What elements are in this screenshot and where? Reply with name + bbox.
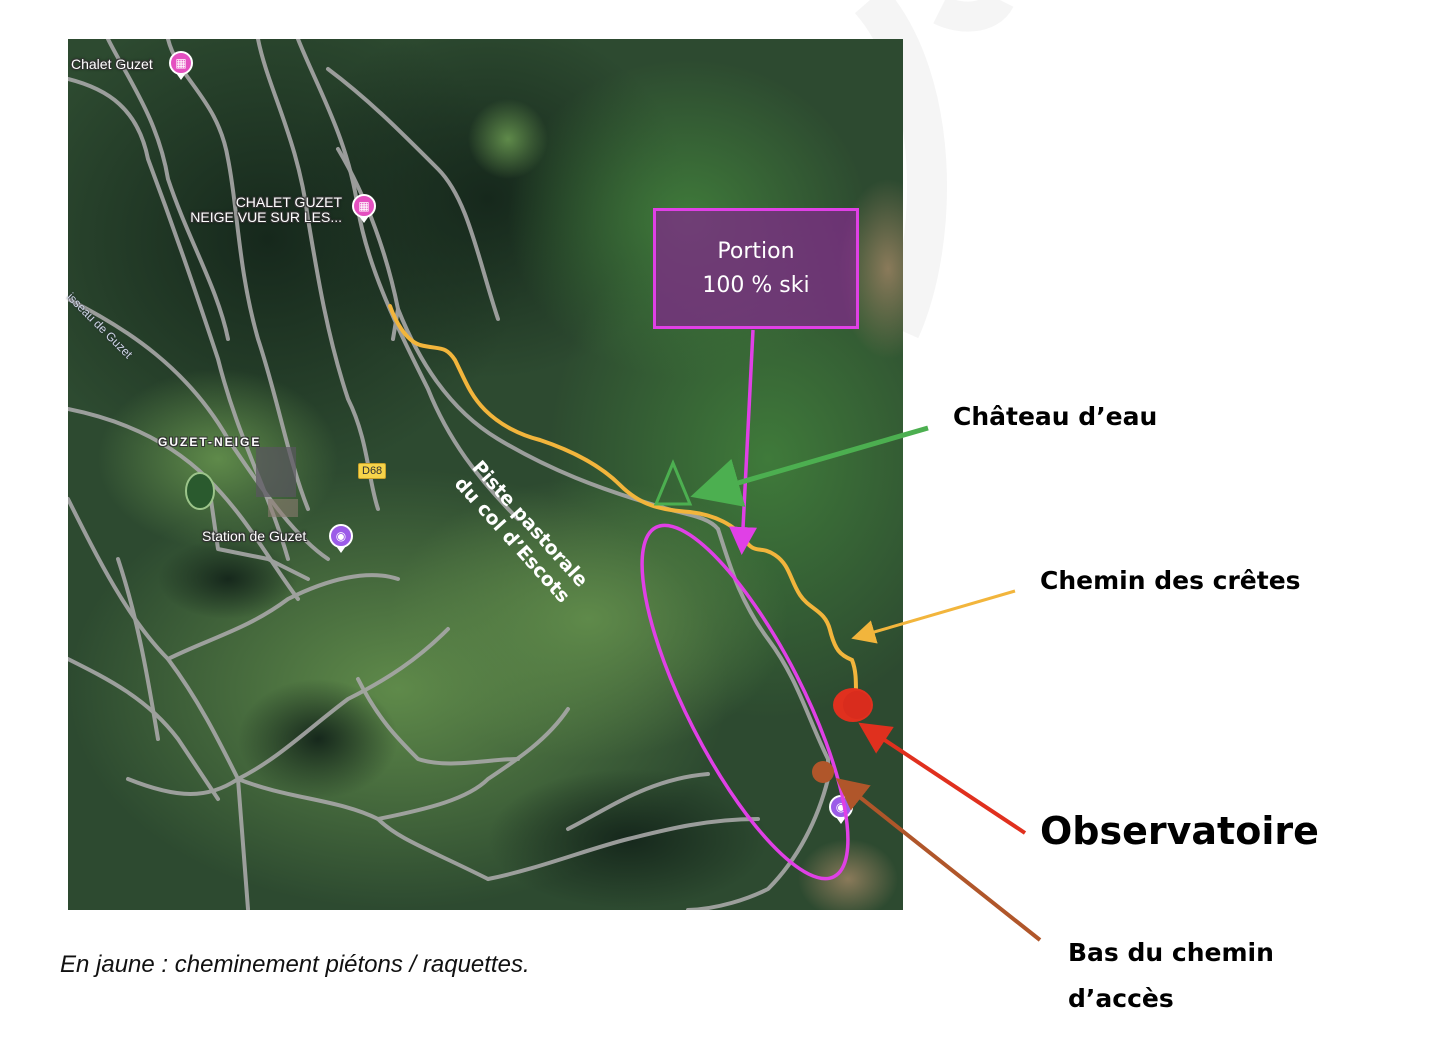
poi-label-station-de-guzet: Station de Guzet	[202, 528, 307, 544]
ski-portion-box: Portion 100 % ski	[653, 208, 859, 329]
place-label-guzet-neige: GUZET-NEIGE	[158, 435, 262, 449]
poi-label-chalet-guzet-neige-line2: NEIGE VUE SUR LES...	[190, 209, 342, 225]
ski-box-line2: 100 % ski	[702, 272, 810, 298]
hotel-bed-icon[interactable]: ▦	[169, 51, 193, 80]
poi-label-chalet-guzet: Chalet Guzet	[71, 56, 153, 72]
legend-caption: En jaune : cheminement piétons / raquett…	[60, 951, 530, 978]
camera-photo-icon[interactable]: ◉	[829, 795, 853, 824]
callout-bas-du-chemin: Bas du chemin d’accès	[1068, 930, 1274, 1022]
callout-chemin-des-cretes: Chemin des crêtes	[1040, 566, 1301, 595]
road-badge-d68: D68	[358, 463, 387, 479]
callout-chateau-deau: Château d’eau	[953, 402, 1158, 431]
hotel-bed-icon[interactable]: ▦	[352, 194, 376, 223]
callout-observatoire: Observatoire	[1040, 809, 1319, 853]
poi-label-chalet-guzet-neige-line1: CHALET GUZET	[235, 194, 342, 210]
callout-bas-line2: d’accès	[1068, 984, 1174, 1013]
ski-box-line1: Portion	[717, 238, 795, 264]
callout-bas-line1: Bas du chemin	[1068, 938, 1274, 967]
camera-photo-icon[interactable]: ◉	[329, 524, 353, 553]
